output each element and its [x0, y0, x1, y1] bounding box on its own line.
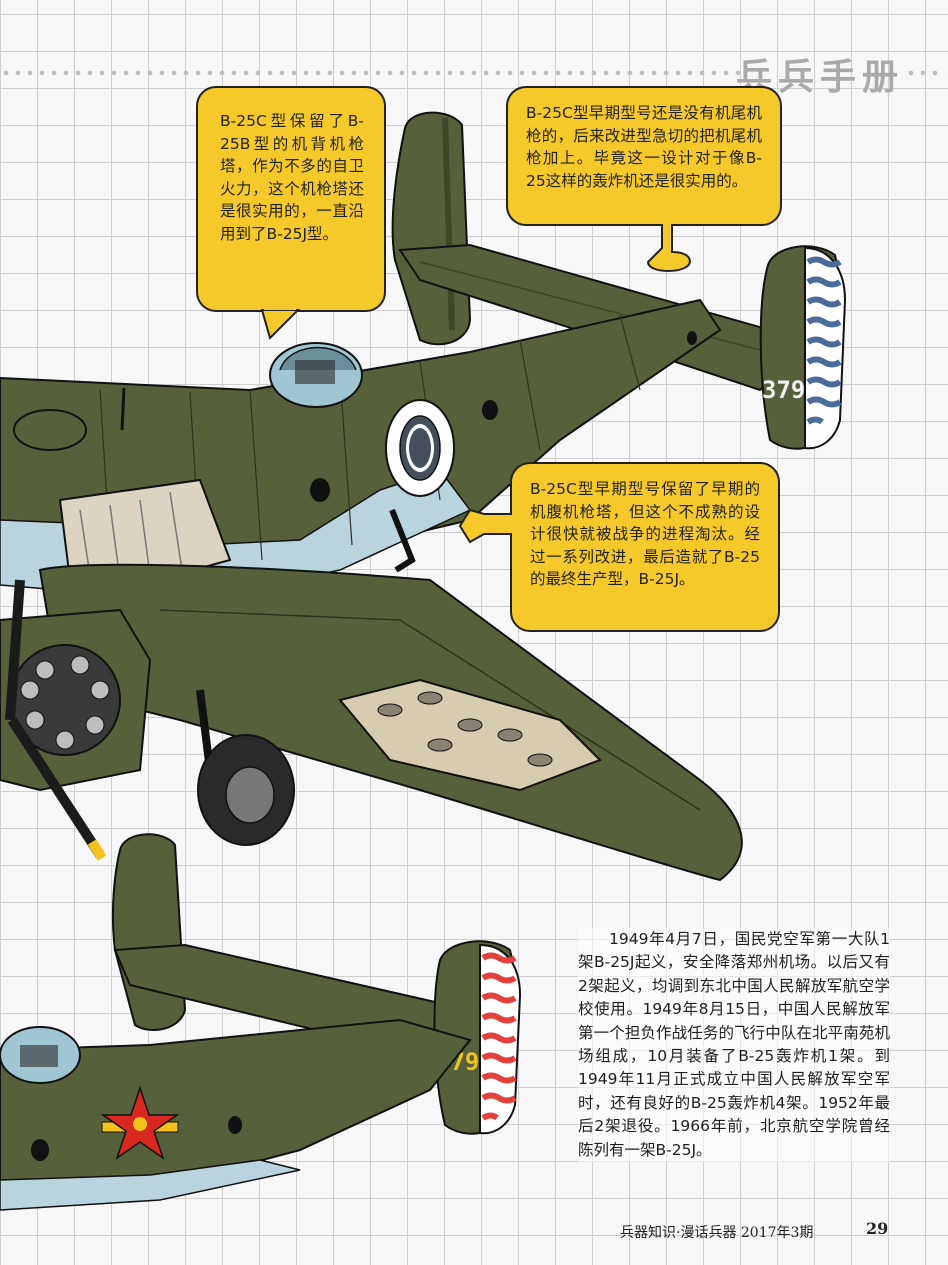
tail-number-upper: 379	[762, 376, 805, 404]
pla-star-icon	[100, 1085, 180, 1160]
header-dotted-rule	[0, 70, 740, 76]
tail-stripes-blue	[806, 256, 842, 425]
roc-roundel-icon	[385, 399, 455, 497]
header-dotted-rule-tail	[905, 70, 945, 76]
callout-tail-gun-tail	[646, 222, 692, 272]
tail-stripes-red	[481, 952, 517, 1121]
publication-footer: 兵器知识·漫话兵器 2017年3期	[620, 1225, 814, 1241]
lower-left-tail-fin	[111, 833, 187, 1031]
body-paragraph: 1949年4月7日，国民党空军第一大队1架B-25J起义，安全降落郑州机场。以后…	[578, 928, 890, 1163]
callout-top-turret: B-25C型保留了B-25B型的机背机枪塔，作为不多的自卫火力，这个机枪塔还是很…	[196, 86, 386, 312]
page-number: 29	[866, 1219, 889, 1238]
main-landing-gear	[196, 689, 295, 846]
propeller-blade	[7, 717, 105, 858]
callout-belly-turret: B-25C型早期型号保留了早期的机腹机枪塔，但这个不成熟的设计很快就被战争的进程…	[510, 462, 780, 632]
callout-top-turret-tail	[260, 308, 301, 340]
callout-belly-turret-tail	[458, 508, 514, 544]
callout-tail-gun: B-25C型早期型号还是没有机尾机枪的，后来改进型急切的把机尾机枪加上。毕竟这一…	[506, 86, 782, 226]
left-tail-fin	[391, 111, 472, 346]
